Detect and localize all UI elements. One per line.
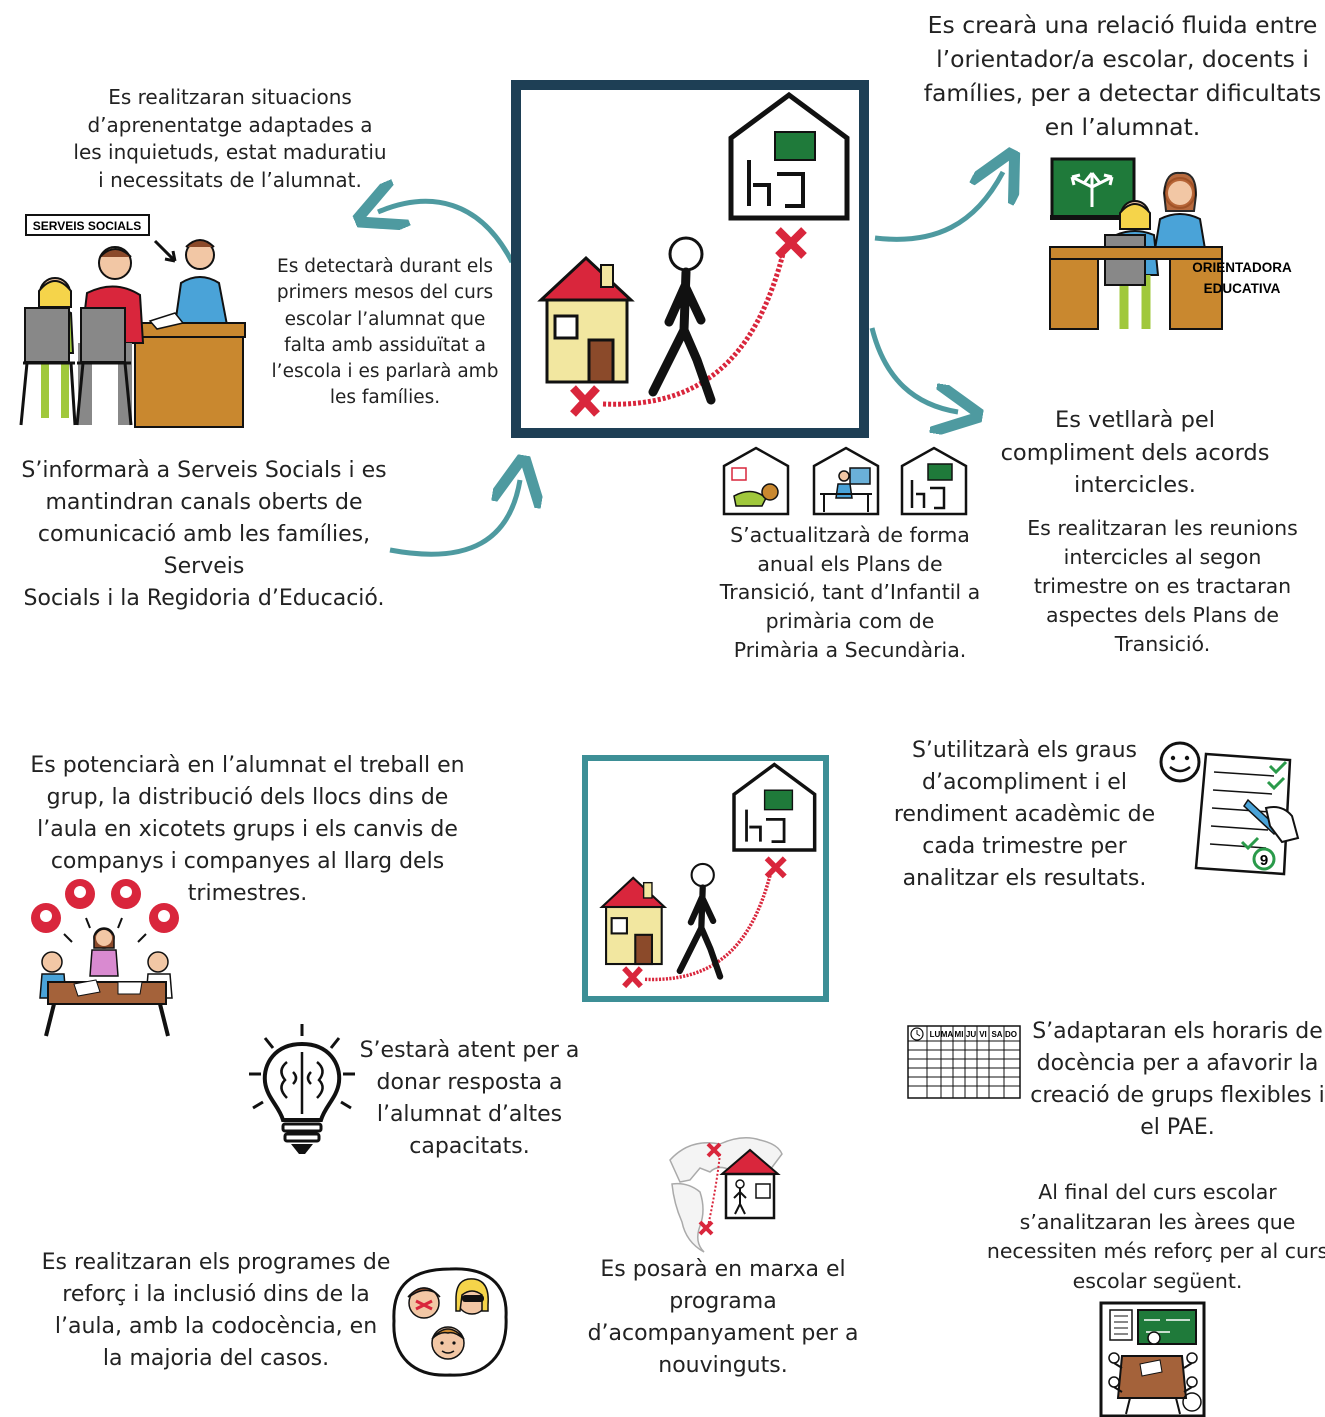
evaluation-sheet-icon: 9 — [1159, 741, 1300, 876]
orientadora-label-1: ORIENTADORA — [1192, 260, 1292, 275]
school-journey-icon — [599, 762, 817, 989]
classroom-meeting-icon — [1099, 1301, 1206, 1417]
svg-text:VI: VI — [979, 1030, 987, 1039]
world-map-house-icon — [669, 1137, 783, 1253]
text-reunions: Es realitzaran les reunions intercicles … — [1027, 516, 1298, 657]
serveis-socials-label: SERVEIS SOCIALS — [33, 219, 141, 233]
group-work-icon — [31, 879, 179, 1037]
svg-text:MA: MA — [941, 1030, 954, 1039]
transition-plans-houses-icon — [722, 446, 968, 516]
arrow-to-relacio — [874, 172, 1003, 242]
timetable-icon: LU MA MI JU VI SA DO — [907, 1025, 1021, 1099]
arrow-to-situacions — [378, 201, 515, 264]
school-counselor-icon: ORIENTADORA EDUCATIVA — [1049, 157, 1292, 330]
text-reforc: Es realitzaran els programes de reforç i… — [41, 1250, 391, 1371]
brain-lightbulb-icon — [249, 1024, 355, 1154]
center-journey-frame-top — [511, 80, 869, 438]
arrow-from-informara — [389, 480, 520, 557]
svg-text:JU: JU — [966, 1030, 976, 1039]
text-situacions: Es realitzaran situacions d’aprenentatge… — [73, 85, 387, 192]
text-vetllara: Es vetllarà pel compliment dels acords i… — [1000, 407, 1270, 499]
text-detectara: Es detectarà durant els primers mesos de… — [271, 256, 499, 409]
text-horaris: S’adaptaran els horaris de docència per … — [1030, 1019, 1325, 1140]
svg-text:LU: LU — [930, 1030, 941, 1039]
center-journey-frame-bottom — [582, 755, 829, 1002]
grade-label: 9 — [1260, 852, 1268, 869]
svg-text:SA: SA — [991, 1030, 1002, 1039]
text-potenciara: Es potenciarà en l’alumnat el treball en… — [30, 753, 465, 906]
arrow-to-vetllara — [869, 327, 958, 412]
text-nouvinguts: Es posarà en marxa el programa d’acompan… — [587, 1257, 859, 1378]
text-actualitzara: S’actualitzarà de forma anual els Plans … — [719, 523, 981, 662]
text-graus: S’utilitzarà els graus d’acompliment i e… — [893, 738, 1156, 891]
text-informara: S’informarà a Serveis Socials i es manti… — [21, 458, 387, 611]
support-group-icon — [392, 1267, 508, 1377]
text-altes: S’estarà atent per a donar resposta a l’… — [359, 1038, 580, 1159]
text-relacio: Es crearà una relació fluida entre l’ori… — [923, 11, 1322, 142]
school-journey-icon — [537, 91, 850, 417]
timetable-day-labels: LU MA MI JU VI SA DO — [930, 1030, 1017, 1039]
social-services-meeting-icon: SERVEIS SOCIALS — [19, 214, 246, 428]
svg-text:MI: MI — [955, 1030, 964, 1039]
orientadora-label-2: EDUCATIVA — [1204, 281, 1281, 296]
text-final: Al final del curs escolar s’analitzaran … — [986, 1180, 1325, 1294]
svg-text:DO: DO — [1005, 1030, 1017, 1039]
